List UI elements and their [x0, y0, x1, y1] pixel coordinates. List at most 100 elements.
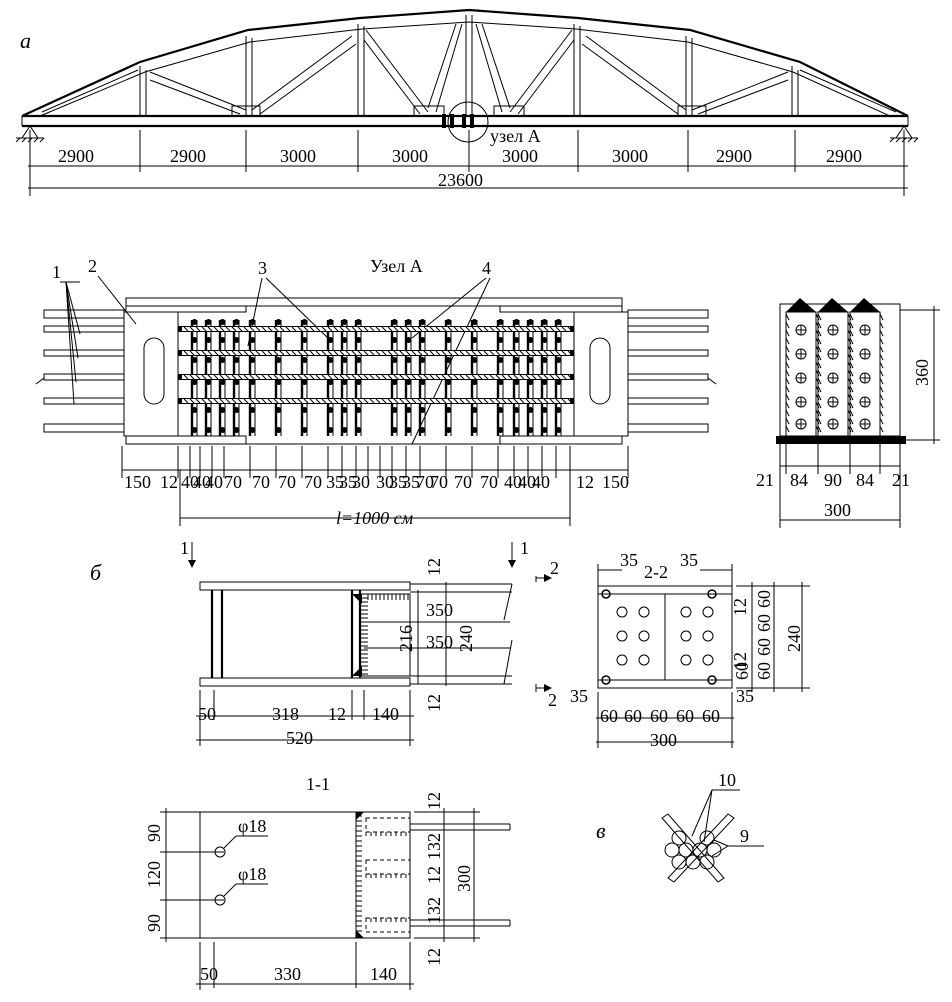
- cross-b5: 21: [892, 470, 910, 490]
- span-dimensions: 2900 2900 3000 3000 3000 3000 2900 2900 …: [28, 130, 908, 196]
- elev-b-50: 50: [198, 704, 216, 724]
- span-total: 23600: [438, 170, 483, 190]
- node-dim-5: 40: [205, 472, 223, 492]
- sec22-r-60-5: 60: [732, 662, 752, 680]
- node-dim-22: 40: [532, 472, 550, 492]
- sec11-r-132-top: 132: [424, 833, 444, 860]
- cut-1-right: 1: [520, 538, 529, 558]
- figure-b-elevation: б 1 1 350 350 216 240 12 12: [90, 538, 529, 748]
- top-chord-inner: [39, 21, 891, 117]
- cross-b2: 84: [790, 470, 808, 490]
- fig-v-label: в: [596, 818, 606, 843]
- node-dim-19: 70: [480, 472, 498, 492]
- truss-elevation: а: [15, 8, 919, 196]
- elev-12-top: 12: [424, 558, 444, 576]
- sec22-r-60-4: 60: [754, 662, 774, 680]
- node-dim-12: 30: [352, 472, 370, 492]
- cut-2-top: 2: [550, 558, 559, 578]
- cross-b3: 90: [824, 470, 842, 490]
- elev-216: 216: [396, 625, 416, 652]
- node-dim-16: 70: [416, 472, 434, 492]
- node-dim-7: 70: [252, 472, 270, 492]
- detail-v-9: 9: [740, 826, 749, 846]
- sec22-b-60-4: 60: [676, 706, 694, 726]
- node-dim-8: 70: [278, 472, 296, 492]
- elev-b-12: 12: [328, 704, 346, 724]
- fig-b-label: б: [90, 560, 102, 585]
- sec22-height: 240: [784, 625, 804, 652]
- end-plate-left: [123, 311, 179, 437]
- gusset-plates: [231, 105, 707, 117]
- sec22-b-60-1: 60: [600, 706, 618, 726]
- node-a-callout: узел А: [442, 101, 541, 146]
- section-1-1: 1-1 φ18 φ18 90 120 90: [144, 774, 511, 990]
- sec11-l-120: 120: [144, 861, 164, 888]
- node-dim-24: 150: [602, 472, 629, 492]
- leader-3: 3: [258, 258, 267, 278]
- sec22-b-60-5: 60: [702, 706, 720, 726]
- leader-2: 2: [88, 256, 97, 276]
- truss-verticals: [139, 15, 799, 116]
- node-dim-13: 30: [376, 472, 394, 492]
- sec22-b-35-right: 35: [736, 686, 754, 706]
- sec22-top-35-right: 35: [680, 550, 698, 570]
- sec22-b-35-left: 35: [570, 686, 588, 706]
- span-7: 2900: [716, 146, 752, 166]
- node-dim-1: 150: [124, 472, 151, 492]
- sec22-r-12-top: 12: [730, 598, 750, 616]
- sec22-width: 300: [650, 730, 677, 750]
- leader-4: 4: [482, 258, 491, 278]
- node-dim-9: 70: [304, 472, 322, 492]
- sec11-r-12-top: 12: [424, 792, 444, 810]
- sec22-b-60-2: 60: [624, 706, 642, 726]
- node-dim-15: 35: [402, 472, 420, 492]
- node-dim-4: 40: [193, 472, 211, 492]
- cut-2-bottom: 2: [548, 690, 557, 710]
- elev-350-top: 350: [426, 600, 453, 620]
- sec11-r-12-mid: 12: [424, 866, 444, 884]
- end-plate-right: [573, 311, 629, 437]
- cross-b4: 84: [856, 470, 874, 490]
- top-chord-outer: [21, 8, 909, 118]
- span-1: 2900: [58, 146, 94, 166]
- node-dim-3: 40: [181, 472, 199, 492]
- node-dim-10: 35: [326, 472, 344, 492]
- hole-1: φ18: [238, 816, 266, 836]
- sec11-l-90-top: 90: [144, 824, 164, 842]
- node-dim-18: 70: [454, 472, 472, 492]
- elev-350-bottom: 350: [426, 632, 453, 652]
- node-dim-23: 12: [576, 472, 594, 492]
- truss-diagonals: [41, 23, 897, 115]
- cross-b1: 21: [756, 470, 774, 490]
- elev-240: 240: [456, 625, 476, 652]
- sec11-b-330: 330: [274, 964, 301, 984]
- node-dim-21: 40: [518, 472, 536, 492]
- node-a-title: Узел А: [370, 256, 423, 276]
- section-22-title: 2-2: [644, 562, 668, 582]
- hole-2: φ18: [238, 864, 266, 884]
- node-dim-6: 70: [224, 472, 242, 492]
- sec11-height: 300: [454, 865, 474, 892]
- sec22-b-60-3: 60: [650, 706, 668, 726]
- span-5: 3000: [502, 146, 538, 166]
- fig-a-label: а: [20, 28, 31, 53]
- elev-b-140: 140: [372, 704, 399, 724]
- sec22-r-60-1: 60: [754, 590, 774, 608]
- detail-v: в 10 9: [596, 770, 764, 883]
- bolt-field: [178, 319, 574, 436]
- span-8: 2900: [826, 146, 862, 166]
- cross-height: 360: [912, 359, 932, 386]
- elev-b-520: 520: [286, 728, 313, 748]
- node-a-callout-text: узел А: [490, 126, 541, 146]
- elev-12-bottom: 12: [424, 694, 444, 712]
- length-label: l=1000 см: [336, 508, 414, 528]
- sec22-r-60-2: 60: [754, 614, 774, 632]
- node-dim-14: 35: [389, 472, 407, 492]
- sec11-l-90-bottom: 90: [144, 914, 164, 932]
- leader-1: 1: [52, 262, 61, 282]
- node-dim-17: 70: [430, 472, 448, 492]
- node-dim-11: 35: [339, 472, 357, 492]
- section-2-2: 2-2 2 2 35 35 35 60 60 60 60 60 35 300: [535, 550, 810, 750]
